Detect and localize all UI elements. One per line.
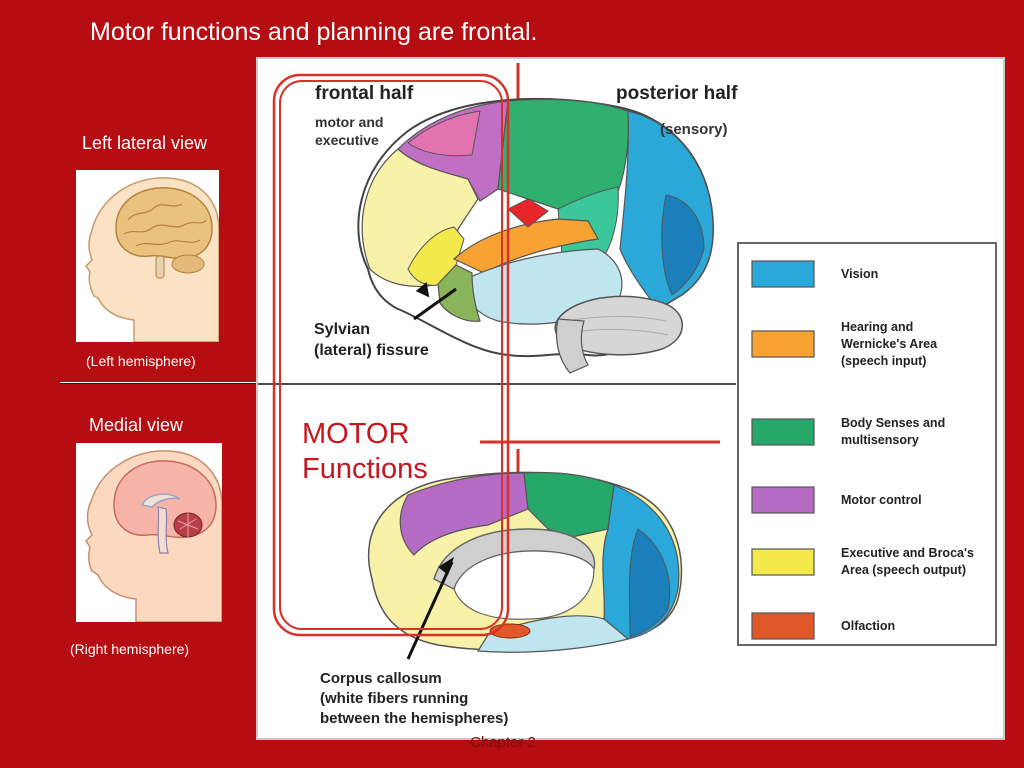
sylvian-label: Sylvian (lateral) fissure bbox=[314, 319, 429, 361]
legend-label-line: (speech input) bbox=[841, 353, 927, 368]
legend-label: Vision bbox=[841, 266, 878, 283]
legend-swatch bbox=[751, 486, 815, 514]
hearing-region bbox=[452, 218, 599, 274]
legend-swatch bbox=[751, 548, 815, 576]
legend-label-line: Wernicke's Area bbox=[841, 336, 938, 351]
lateral-brain bbox=[357, 98, 715, 374]
chapter-footer: Chapter 2 bbox=[470, 734, 536, 751]
legend-label: Body Senses and multisensory bbox=[841, 415, 945, 449]
medial-view-label: Medial view bbox=[89, 415, 184, 435]
slide-title: Motor functions and planning are frontal… bbox=[90, 18, 538, 46]
corpus-line1: Corpus callosum bbox=[320, 670, 442, 687]
legend-label-line: Area (speech output) bbox=[841, 563, 967, 577]
sylvian-line1: Sylvian bbox=[314, 321, 371, 338]
brain-figure-panel: frontal half motor and executive posteri… bbox=[256, 57, 1005, 740]
posterior-subtitle: (sensory) bbox=[660, 121, 728, 138]
legend-label-line: Hearing and bbox=[841, 319, 914, 334]
legend-label-line: Body Senses and bbox=[841, 416, 946, 430]
lateral-head-thumbnail bbox=[76, 170, 220, 343]
legend-label-line: Motor control bbox=[841, 492, 922, 507]
legend-swatch bbox=[751, 260, 815, 288]
frontal-subtitle: motor and executive bbox=[315, 113, 383, 149]
motor-line1: MOTOR bbox=[302, 418, 410, 450]
legend-label: Motor control bbox=[841, 492, 922, 509]
legend-swatch bbox=[751, 612, 815, 640]
legend-swatch bbox=[751, 330, 815, 358]
sylvian-line2: (lateral) fissure bbox=[314, 342, 429, 359]
frontal-subtitle-line2: executive bbox=[315, 132, 379, 148]
corpus-callosum-label: Corpus callosum (white fibers running be… bbox=[320, 669, 508, 729]
frontal-subtitle-line1: motor and bbox=[315, 114, 384, 130]
legend-swatch bbox=[751, 418, 815, 446]
medial-caption: (Right hemisphere) bbox=[70, 641, 190, 657]
brain-diagram bbox=[258, 63, 997, 660]
posterior-half-title: posterior half bbox=[616, 83, 738, 104]
legend-label-line: Executive and Broca's bbox=[841, 546, 974, 560]
legend-label: Olfaction bbox=[841, 618, 895, 635]
medial-brain bbox=[367, 471, 683, 653]
legend-label-line: Olfaction bbox=[841, 618, 896, 633]
legend-label-line: Vision bbox=[841, 266, 879, 281]
corpus-line2: (white fibers running bbox=[320, 690, 469, 707]
corpus-arrow bbox=[406, 561, 454, 660]
motor-highlight-box bbox=[272, 73, 510, 637]
frontal-half-title: frontal half bbox=[315, 83, 414, 104]
sylvian-arrow bbox=[413, 287, 457, 321]
legend-label-line: multisensory bbox=[841, 433, 919, 447]
medial-head-thumbnail bbox=[76, 443, 223, 623]
motor-functions-label: MOTOR Functions bbox=[302, 417, 428, 487]
lateral-caption: (Left hemisphere) bbox=[86, 353, 196, 369]
head-brain-medial-icon bbox=[85, 450, 223, 623]
corpus-line3: between the hemispheres) bbox=[320, 710, 509, 727]
lateral-view-label: Left lateral view bbox=[82, 133, 208, 153]
head-brain-lateral-icon bbox=[85, 177, 220, 343]
motor-line2: Functions bbox=[302, 453, 428, 485]
